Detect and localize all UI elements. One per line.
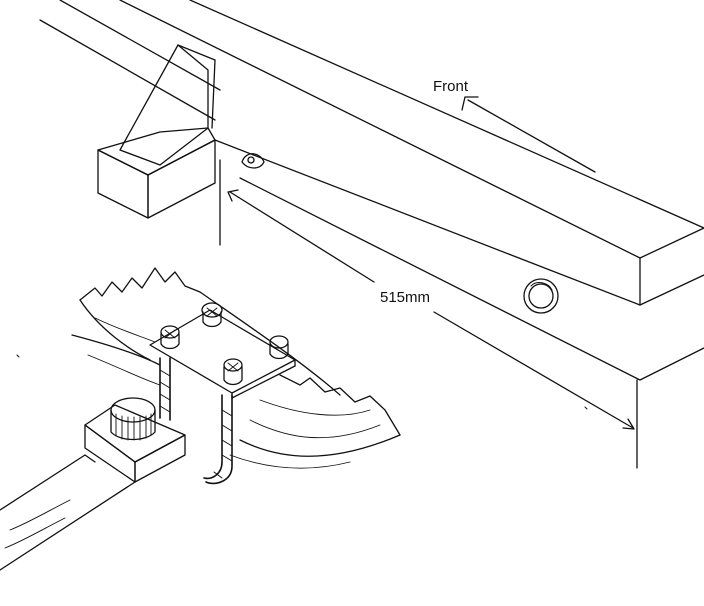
knob [523, 278, 559, 314]
wedge-block [97, 44, 216, 219]
cabinet-body [39, 0, 704, 469]
bolt [160, 325, 180, 350]
mounting-plate [149, 309, 296, 399]
clip [241, 153, 265, 169]
bolt [223, 358, 243, 386]
dimension-line [219, 159, 635, 430]
bolt [269, 335, 289, 360]
bolts [160, 302, 289, 386]
stray-marks [16, 354, 588, 410]
lower-board [0, 454, 136, 571]
front-label: Front [433, 78, 469, 95]
bolt [201, 302, 223, 328]
dimension-label: 515mm [380, 289, 431, 306]
front-arrow [461, 96, 596, 173]
j-bolts [159, 357, 233, 485]
